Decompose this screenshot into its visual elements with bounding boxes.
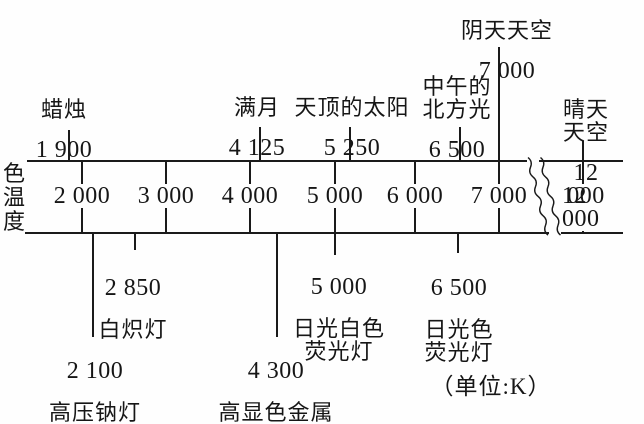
above-leader-lines xyxy=(68,47,584,161)
marker-daylight-white-fluorescent: 5 000 日光白色 荧光灯 xyxy=(293,258,385,381)
marker-sodium-lamp-kelvin: 2 100 xyxy=(66,358,124,384)
tick-label-6000: 6 000 xyxy=(384,183,446,209)
marker-zenith-sun-name: 天顶的太阳 xyxy=(294,95,410,120)
tick-label-3000: 3 000 xyxy=(135,183,197,209)
marker-full-moon-name: 满月 xyxy=(233,95,280,120)
tick-label-5000: 5 000 xyxy=(304,183,366,209)
axis-title: 色温度 xyxy=(2,161,26,234)
marker-candle-kelvin: 1 900 xyxy=(35,137,93,163)
axis-break-squiggles xyxy=(527,156,561,236)
marker-candle-name: 蜡烛 xyxy=(40,97,87,122)
marker-daylight-fluorescent: 6 500 日光色 荧光灯 xyxy=(424,259,493,382)
marker-noon-north-light-kelvin: 6 500 xyxy=(428,137,486,163)
marker-candle: 蜡烛 1 900 xyxy=(36,80,93,180)
tick-label-4000: 4 000 xyxy=(219,183,281,209)
marker-daylight-white-fluorescent-kelvin: 5 000 xyxy=(310,274,368,300)
marker-full-moon-kelvin: 4 125 xyxy=(228,135,286,161)
marker-clear-sky: 晴天天空 12 000 xyxy=(557,80,615,226)
tick-label-12000: 12 000 xyxy=(560,184,616,231)
marker-zenith-sun: 天顶的太阳 5 250 xyxy=(294,78,409,178)
marker-noon-north-light-name: 中午的 北方光 xyxy=(422,74,492,122)
marker-noon-north-light: 中午的 北方光 6 500 xyxy=(422,57,491,180)
marker-incandescent-lamp: 2 850 白炽灯 xyxy=(98,259,167,359)
marker-zenith-sun-kelvin: 5 250 xyxy=(323,135,381,161)
marker-overcast-sky: 阴天天空 7 000 xyxy=(461,1,553,101)
marker-daylight-fluorescent-name: 日光色 荧光灯 xyxy=(424,317,494,365)
below-leader-lines xyxy=(92,233,459,337)
marker-sodium-lamp: 2 100 高压钠灯 xyxy=(49,342,141,424)
unit-note: （单位:K） xyxy=(430,374,552,399)
marker-metal-halide-lamp-kelvin: 4 300 xyxy=(247,358,305,384)
marker-sodium-lamp-name: 高压钠灯 xyxy=(48,400,142,424)
marker-overcast-sky-name: 阴天天空 xyxy=(460,18,554,43)
tick-label-7000: 7 000 xyxy=(468,183,530,209)
marker-clear-sky-kelvin: 12 000 xyxy=(567,160,605,209)
marker-incandescent-lamp-kelvin: 2 850 xyxy=(104,275,162,301)
marker-metal-halide-lamp: 4 300 高显色金属 卤化物灯 xyxy=(218,342,333,424)
marker-metal-halide-lamp-name: 高显色金属 卤化物灯 xyxy=(218,400,334,424)
marker-incandescent-lamp-name: 白炽灯 xyxy=(98,317,168,342)
marker-overcast-sky-kelvin: 7 000 xyxy=(478,58,536,84)
marker-daylight-white-fluorescent-name: 日光白色 荧光灯 xyxy=(292,316,386,364)
tick-label-2000: 2 000 xyxy=(51,183,113,209)
marker-daylight-fluorescent-kelvin: 6 500 xyxy=(430,275,488,301)
marker-clear-sky-name: 晴天天空 xyxy=(562,97,609,145)
marker-full-moon: 满月 4 125 xyxy=(229,78,286,178)
